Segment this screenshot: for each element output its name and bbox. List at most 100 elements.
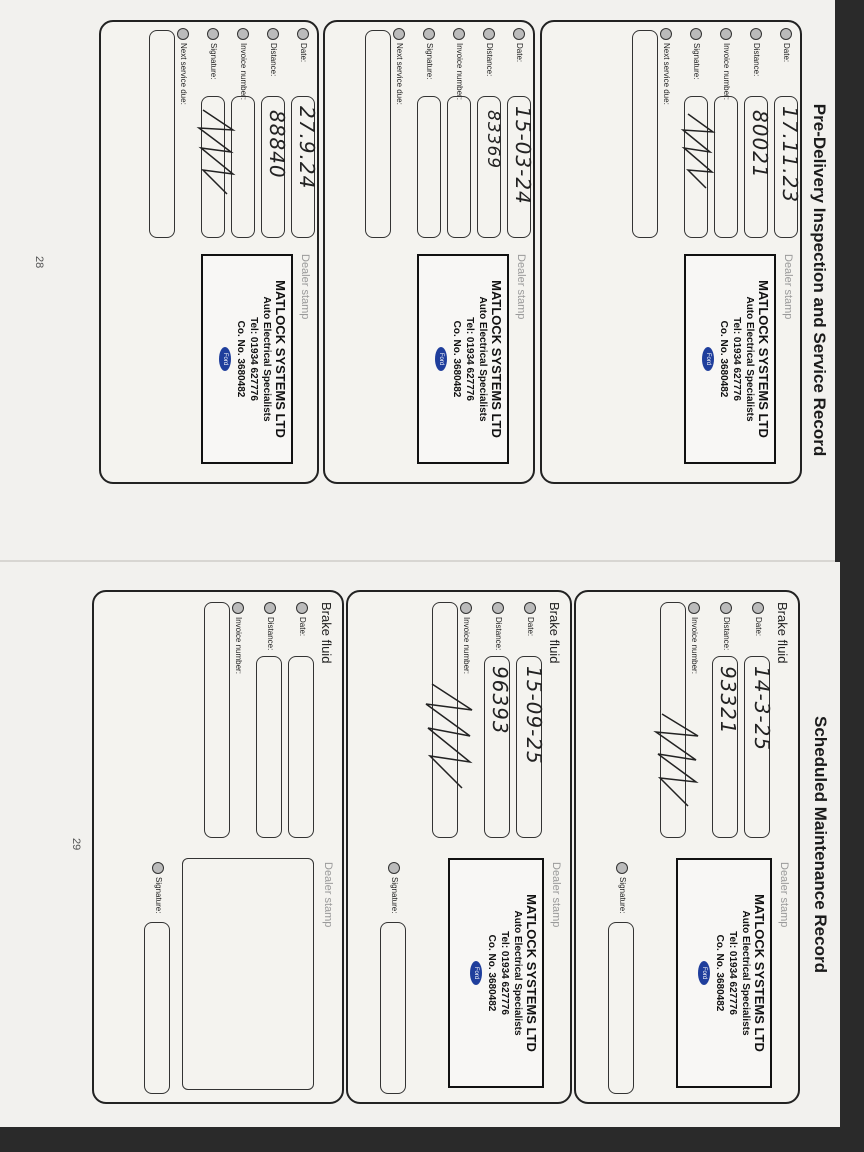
dealer-stamp-label: Dealer stamp — [550, 862, 562, 928]
bullet-icon — [232, 602, 244, 614]
distance-label: Distance: — [484, 43, 494, 77]
maintenance-record-card: Brake fluid Date: Distance: Invoice numb… — [92, 590, 344, 1104]
date-label: Date: — [781, 43, 791, 63]
bullet-icon — [237, 28, 249, 40]
bullet-icon — [720, 602, 732, 614]
dealer-stamp: MATLOCK SYSTEMS LTD Auto Electrical Spec… — [676, 858, 772, 1088]
signature-field[interactable] — [380, 922, 406, 1094]
signature-label: Signature: — [389, 877, 399, 914]
distance-value: 88840 — [265, 110, 289, 179]
service-record-card: Date: 15-03-24 Distance: 83369 Invoice n… — [323, 20, 535, 484]
dealer-stamp-label: Dealer stamp — [515, 254, 527, 320]
left-page: Pre-Delivery Inspection and Service Reco… — [0, 0, 835, 562]
dealer-stamp: MATLOCK SYSTEMS LTD Auto Electrical Spec… — [201, 254, 293, 464]
date-value: 14-3-25 — [750, 666, 774, 752]
bullet-icon — [660, 28, 672, 40]
invoice-label: Invoice number: — [238, 43, 248, 100]
invoice-label: Invoice number: — [721, 43, 731, 100]
bullet-icon — [423, 28, 435, 40]
bullet-icon — [752, 602, 764, 614]
dealer-stamp: MATLOCK SYSTEMS LTD Auto Electrical Spec… — [417, 254, 509, 464]
dealer-stamp-label: Dealer stamp — [299, 254, 311, 320]
ford-logo-icon: Ford — [219, 347, 232, 371]
ford-logo-icon: Ford — [698, 961, 711, 985]
next-service-field[interactable] — [632, 30, 658, 238]
bullet-icon — [492, 602, 504, 614]
page-number: 28 — [33, 256, 45, 269]
right-page: Scheduled Maintenance Record Brake fluid… — [0, 562, 840, 1127]
maintenance-record-card: Brake fluid Date: 14-3-25 Distance: 9332… — [574, 590, 800, 1104]
ford-logo-icon: Ford — [435, 347, 448, 371]
signature-label: Signature: — [208, 43, 218, 80]
bullet-icon — [207, 28, 219, 40]
dealer-stamp-label: Dealer stamp — [322, 862, 334, 928]
dealer-stamp: MATLOCK SYSTEMS LTD Auto Electrical Spec… — [684, 254, 776, 464]
distance-value: 83369 — [483, 110, 503, 170]
bullet-icon — [524, 602, 536, 614]
bullet-icon — [297, 28, 309, 40]
signature-field[interactable] — [144, 922, 170, 1094]
distance-label: Distance: — [751, 43, 761, 77]
bullet-icon — [483, 28, 495, 40]
bullet-icon — [513, 28, 525, 40]
invoice-field[interactable] — [204, 602, 230, 838]
distance-label: Distance: — [268, 43, 278, 77]
date-field[interactable] — [288, 656, 314, 838]
distance-value: 93321 — [716, 666, 740, 735]
section-title: Brake fluid — [319, 602, 334, 664]
bullet-icon — [267, 28, 279, 40]
dealer-stamp-label: Dealer stamp — [778, 862, 790, 928]
next-service-label: Next service due: — [178, 43, 188, 105]
bullet-icon — [460, 602, 472, 614]
distance-value: 96393 — [488, 666, 512, 735]
bullet-icon — [152, 862, 164, 874]
invoice-field[interactable] — [447, 96, 471, 238]
service-record-card: Date: 17.11.23 Distance: 80021 Invoice n… — [540, 20, 802, 484]
section-title: Brake fluid — [775, 602, 790, 664]
signature-field[interactable] — [417, 96, 441, 238]
page-title: Pre-Delivery Inspection and Service Reco… — [810, 103, 829, 457]
signature-field[interactable] — [608, 922, 634, 1094]
next-service-field[interactable] — [365, 30, 391, 238]
bullet-icon — [690, 28, 702, 40]
dealer-stamp-box — [182, 858, 314, 1090]
invoice-label: Invoice number: — [233, 617, 243, 674]
service-record-card: Date: 27.9.24 Distance: 88840 Invoice nu… — [99, 20, 319, 484]
bullet-icon — [296, 602, 308, 614]
invoice-label: Invoice number: — [461, 617, 471, 674]
page-number: 29 — [70, 838, 82, 851]
signature-scribble — [653, 713, 699, 807]
distance-label: Distance: — [493, 617, 503, 651]
page-title: Scheduled Maintenance Record — [811, 716, 830, 973]
signature-label: Signature: — [424, 43, 434, 80]
next-service-field[interactable] — [149, 30, 175, 238]
signature-label: Signature: — [691, 43, 701, 80]
bullet-icon — [720, 28, 732, 40]
ford-logo-icon: Ford — [702, 347, 715, 371]
signature-scribble — [680, 113, 716, 189]
signature-label: Signature: — [617, 877, 627, 914]
maintenance-record-card: Brake fluid Date: 15-09-25 Distance: 963… — [346, 590, 572, 1104]
bullet-icon — [750, 28, 762, 40]
dealer-stamp-label: Dealer stamp — [782, 254, 794, 320]
signature-scribble — [196, 109, 236, 195]
date-label: Date: — [298, 43, 308, 63]
next-service-label: Next service due: — [661, 43, 671, 105]
bullet-icon — [264, 602, 276, 614]
signature-label: Signature: — [153, 877, 163, 914]
distance-value: 80021 — [748, 110, 772, 179]
invoice-label: Invoice number: — [689, 617, 699, 674]
dealer-stamp: MATLOCK SYSTEMS LTD Auto Electrical Spec… — [448, 858, 544, 1088]
date-value: 27.9.24 — [295, 106, 319, 190]
section-title: Brake fluid — [547, 602, 562, 664]
distance-label: Distance: — [265, 617, 275, 651]
date-value: 17.11.23 — [778, 106, 802, 204]
date-label: Date: — [514, 43, 524, 63]
date-value: 15-09-25 — [522, 666, 546, 765]
bullet-icon — [688, 602, 700, 614]
date-value: 15-03-24 — [511, 106, 535, 205]
distance-label: Distance: — [721, 617, 731, 651]
bullet-icon — [388, 862, 400, 874]
distance-field[interactable] — [256, 656, 282, 838]
bullet-icon — [177, 28, 189, 40]
